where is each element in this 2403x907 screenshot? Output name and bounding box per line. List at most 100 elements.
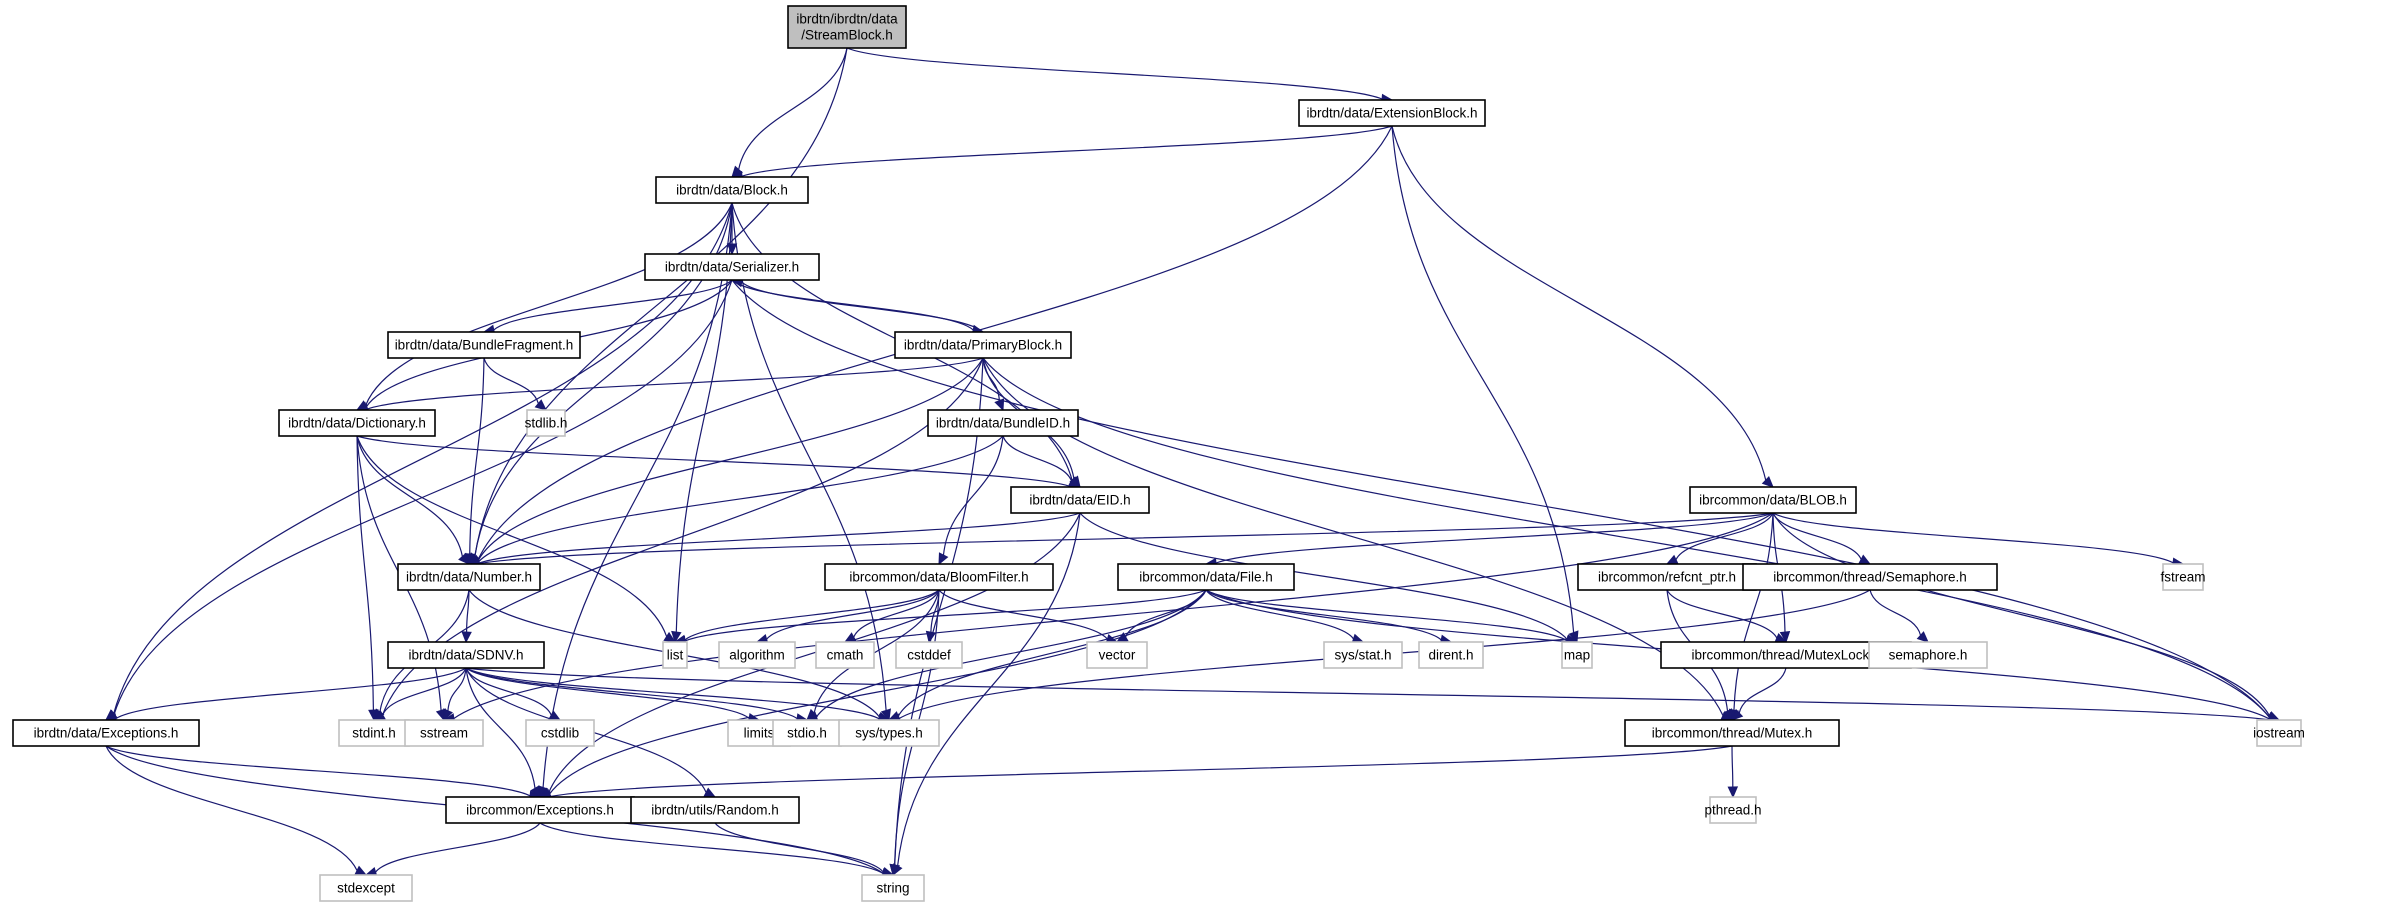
arrowhead-icon bbox=[458, 552, 470, 565]
node-file[interactable]: ibrcommon/data/File.h bbox=[1117, 563, 1295, 591]
node-cstdlib: cstdlib bbox=[525, 719, 595, 747]
edge-sdnv-to-stdio bbox=[465, 667, 809, 724]
edge-line bbox=[382, 667, 467, 716]
node-semaphore[interactable]: ibrcommon/thread/Semaphore.h bbox=[1742, 563, 1998, 591]
node-block[interactable]: ibrdtn/data/Block.h bbox=[655, 176, 809, 204]
edge-line bbox=[1772, 512, 2174, 564]
node-label: pthread.h bbox=[1704, 803, 1761, 818]
node-label: ibrcommon/data/BloomFilter.h bbox=[849, 570, 1028, 585]
node-label: dirent.h bbox=[1428, 648, 1473, 663]
edge-line bbox=[942, 435, 1004, 556]
node-dictionary[interactable]: ibrdtn/data/Dictionary.h bbox=[278, 409, 436, 437]
edge-line bbox=[982, 357, 2270, 718]
node-number[interactable]: ibrdtn/data/Number.h bbox=[397, 563, 541, 591]
edge-line bbox=[113, 279, 733, 715]
node-bloomfilter[interactable]: ibrcommon/data/BloomFilter.h bbox=[824, 563, 1054, 591]
edge-line bbox=[474, 47, 848, 557]
edge-sdnv-to-systypes bbox=[465, 667, 891, 724]
node-bundleid[interactable]: ibrdtn/data/BundleID.h bbox=[927, 409, 1079, 437]
node-box bbox=[1418, 641, 1484, 669]
edge-primaryblock-to-iostream bbox=[982, 357, 2281, 723]
node-label: ibrdtn/utils/Random.h bbox=[651, 803, 779, 818]
node-serializer[interactable]: ibrdtn/data/Serializer.h bbox=[644, 253, 820, 281]
node-eid[interactable]: ibrdtn/data/EID.h bbox=[1010, 486, 1150, 514]
arrowhead-icon bbox=[663, 631, 677, 643]
arrowhead-icon bbox=[726, 243, 738, 256]
node-algorithm: algorithm bbox=[718, 641, 796, 669]
edge-block-to-commonexceptions bbox=[538, 202, 733, 799]
node-dataexceptions[interactable]: ibrdtn/data/Exceptions.h bbox=[12, 719, 200, 747]
node-label: /StreamBlock.h bbox=[801, 28, 893, 43]
node-box bbox=[894, 331, 1072, 359]
edge-line bbox=[853, 589, 940, 638]
node-commonexceptions[interactable]: ibrcommon/Exceptions.h bbox=[445, 796, 635, 824]
node-stdlib: stdlib.h bbox=[525, 409, 567, 437]
node-streamblock[interactable]: ibrdtn/ibrdtn/data/StreamBlock.h bbox=[787, 5, 907, 49]
node-box bbox=[662, 641, 688, 669]
edge-line bbox=[1391, 125, 1575, 633]
node-stdexcept: stdexcept bbox=[319, 874, 413, 902]
node-box bbox=[824, 563, 1054, 591]
node-box bbox=[525, 719, 595, 747]
node-mutex[interactable]: ibrcommon/thread/Mutex.h bbox=[1624, 719, 1840, 747]
node-box bbox=[387, 641, 545, 669]
node-label: iostream bbox=[2253, 726, 2305, 741]
node-label: ibrdtn/data/Exceptions.h bbox=[34, 726, 179, 741]
edge-block-to-dictionary bbox=[355, 202, 733, 411]
edge-bundlefragment-to-number bbox=[464, 357, 485, 566]
edge-line bbox=[731, 279, 2270, 718]
node-box bbox=[12, 719, 200, 747]
edge-line bbox=[1675, 512, 1774, 560]
node-label: ibrcommon/data/BLOB.h bbox=[1699, 493, 1847, 508]
node-label: vector bbox=[1099, 648, 1136, 663]
edge-random-to-string bbox=[714, 822, 895, 878]
node-box bbox=[1709, 796, 1757, 824]
node-primaryblock[interactable]: ibrdtn/data/PrimaryBlock.h bbox=[894, 331, 1072, 359]
edge-file-to-list bbox=[673, 589, 1207, 647]
node-pthread: pthread.h bbox=[1704, 796, 1762, 824]
edge-line bbox=[483, 357, 539, 404]
edge-bundleid-to-number bbox=[467, 435, 1004, 567]
node-box bbox=[445, 796, 635, 824]
edge-line bbox=[1666, 589, 1778, 639]
arrowhead-icon bbox=[1665, 554, 1679, 565]
edge-blob-to-iostream bbox=[1772, 512, 2281, 721]
node-box bbox=[1868, 641, 1988, 669]
node-box bbox=[1561, 641, 1593, 669]
edge-line bbox=[549, 745, 1733, 798]
edge-line bbox=[1869, 589, 1922, 636]
edge-line bbox=[714, 822, 884, 873]
edge-bloomfilter-to-vector bbox=[938, 589, 1119, 645]
node-sdnv[interactable]: ibrdtn/data/SDNV.h bbox=[387, 641, 545, 669]
node-random[interactable]: ibrdtn/utils/Random.h bbox=[630, 796, 800, 824]
edge-line bbox=[1079, 512, 1568, 640]
node-label: stdio.h bbox=[787, 726, 827, 741]
node-sstream: sstream bbox=[404, 719, 484, 747]
edge-line bbox=[356, 435, 375, 711]
node-semaphoreh: semaphore.h bbox=[1868, 641, 1988, 669]
node-refcnt[interactable]: ibrcommon/refcnt_ptr.h bbox=[1577, 563, 1757, 591]
edge-line bbox=[465, 667, 880, 720]
edge-bundleid-to-bloomfilter bbox=[938, 435, 1004, 566]
arrowhead-icon bbox=[925, 630, 937, 644]
node-box bbox=[1298, 99, 1486, 127]
edge-line bbox=[816, 589, 1207, 718]
edge-streamblock-to-number bbox=[468, 47, 848, 565]
node-blob[interactable]: ibrcommon/data/BLOB.h bbox=[1689, 486, 1857, 514]
edge-blob-to-number bbox=[467, 512, 1774, 569]
node-box bbox=[1117, 563, 1295, 591]
node-label: ibrdtn/data/Dictionary.h bbox=[288, 416, 426, 431]
node-label: stdexcept bbox=[337, 881, 395, 896]
edge-number-to-sdnv bbox=[461, 589, 472, 644]
edge-line bbox=[113, 202, 733, 714]
edge-line bbox=[1731, 745, 1734, 788]
node-list: list bbox=[662, 641, 688, 669]
arrowhead-icon bbox=[461, 631, 472, 644]
edge-line bbox=[465, 589, 470, 633]
node-label: cstddef bbox=[907, 648, 951, 663]
edge-line bbox=[1391, 125, 1767, 481]
node-extensionblock[interactable]: ibrdtn/data/ExtensionBlock.h bbox=[1298, 99, 1486, 127]
node-bundlefragment[interactable]: ibrdtn/data/BundleFragment.h bbox=[387, 331, 581, 359]
node-box bbox=[526, 409, 566, 437]
